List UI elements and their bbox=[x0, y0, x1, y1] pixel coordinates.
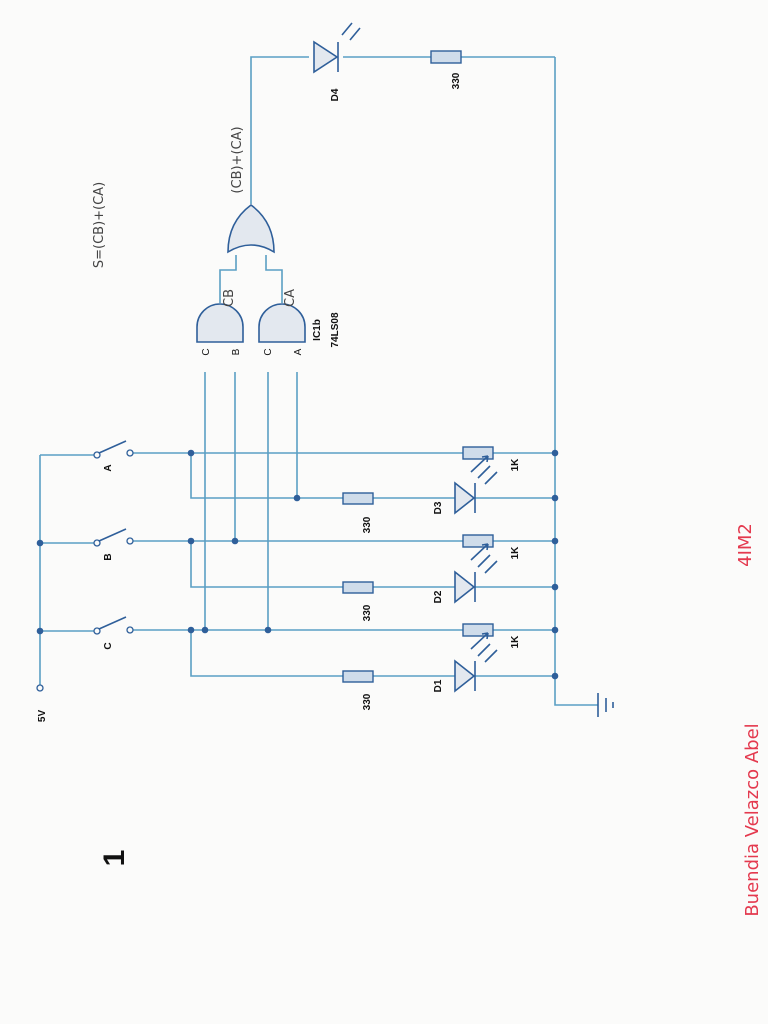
svg-text:330: 330 bbox=[362, 604, 373, 621]
and-gate-1: C B bbox=[196, 303, 244, 356]
svg-text:330: 330 bbox=[451, 72, 462, 89]
and-gate-2: C A bbox=[258, 303, 306, 356]
group-label: 4IM2 bbox=[735, 523, 756, 567]
junction-dot bbox=[201, 626, 209, 634]
svg-text:1K: 1K bbox=[510, 546, 521, 560]
switch-b: B bbox=[93, 528, 134, 561]
ground-rail bbox=[554, 57, 598, 706]
wires bbox=[39, 56, 598, 706]
junction-dot bbox=[231, 537, 239, 545]
wire-led-d3 bbox=[190, 453, 555, 499]
led-d1: D1 bbox=[433, 643, 498, 693]
svg-text:D4: D4 bbox=[330, 88, 341, 101]
junction-dot bbox=[293, 494, 301, 502]
wire-and1-out bbox=[219, 255, 237, 303]
junction-dot bbox=[551, 449, 559, 457]
svg-text:D3: D3 bbox=[433, 501, 444, 514]
svg-text:330: 330 bbox=[362, 693, 373, 710]
junction-dot bbox=[36, 539, 44, 547]
resistor-d2-series: 330 bbox=[342, 581, 374, 621]
ground-symbol bbox=[597, 693, 614, 717]
equation-note: S=(CB)+(CA) bbox=[92, 182, 107, 268]
wire-led-d2 bbox=[190, 541, 555, 588]
junction-dot bbox=[187, 449, 195, 457]
junction-dot bbox=[187, 537, 195, 545]
gate-part: 74LS08 bbox=[330, 312, 341, 347]
or-gate bbox=[227, 204, 275, 254]
resistor-1k-c: 1K bbox=[462, 623, 521, 650]
resistor-d3-series: 330 bbox=[342, 492, 374, 533]
resistor-1k-a: 1K bbox=[462, 446, 521, 473]
led-d3: D3 bbox=[433, 465, 498, 515]
svg-text:C: C bbox=[263, 348, 274, 355]
svg-text:B: B bbox=[231, 348, 242, 355]
and2-output-note: CA bbox=[283, 289, 298, 307]
supply-label: 5V bbox=[37, 710, 48, 723]
junction-dot bbox=[187, 626, 195, 634]
wire-led-d1 bbox=[190, 630, 555, 677]
resistor-1k-b: 1K bbox=[462, 534, 521, 561]
junction-dot bbox=[551, 537, 559, 545]
resistor-d1-series: 330 bbox=[342, 670, 374, 710]
switch-label-c: C bbox=[103, 642, 114, 649]
svg-text:A: A bbox=[293, 348, 304, 355]
svg-text:D1: D1 bbox=[433, 679, 444, 692]
svg-text:D2: D2 bbox=[433, 590, 444, 603]
junction-dot bbox=[551, 672, 559, 680]
switch-a: A bbox=[93, 440, 134, 472]
junction-dot bbox=[551, 626, 559, 634]
junction-dot bbox=[551, 583, 559, 591]
or-output-note: (CB)+(CA) bbox=[230, 126, 245, 193]
svg-text:330: 330 bbox=[362, 516, 373, 533]
led-d2: D2 bbox=[433, 554, 498, 604]
gate-ref: IC1b bbox=[312, 319, 323, 341]
svg-text:1K: 1K bbox=[510, 458, 521, 472]
switch-label-b: B bbox=[103, 553, 114, 560]
junctions bbox=[36, 449, 559, 680]
svg-text:1K: 1K bbox=[510, 635, 521, 649]
switch-c: C bbox=[93, 616, 134, 650]
resistor-d4-series: 330 bbox=[430, 50, 462, 89]
junction-dot bbox=[36, 627, 44, 635]
switch-label-a: A bbox=[103, 464, 114, 471]
svg-text:C: C bbox=[201, 348, 212, 355]
page-number: 1 bbox=[98, 850, 131, 867]
junction-dot bbox=[551, 494, 559, 502]
and1-output-note: CB bbox=[222, 289, 237, 307]
wire-or-out bbox=[250, 56, 555, 204]
wire-and2-out bbox=[265, 255, 283, 303]
supply-terminal: 5V bbox=[36, 684, 48, 723]
author-name: Buendia Velazco Abel bbox=[742, 723, 763, 916]
junction-dot bbox=[264, 626, 272, 634]
led-d4: D4 bbox=[313, 22, 361, 101]
